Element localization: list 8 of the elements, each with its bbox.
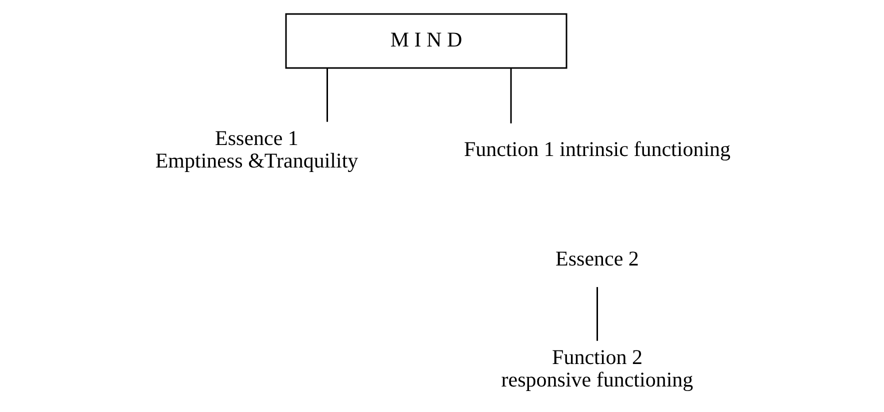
connector xyxy=(510,68,512,124)
connector xyxy=(596,287,598,341)
node-text: Essence 2 xyxy=(556,246,639,271)
node-text: Essence 1 Emptiness &Tranquility xyxy=(155,126,358,172)
connector xyxy=(326,68,328,122)
node-text: Function 2 responsive functioning xyxy=(501,344,694,392)
node-text: Function 1 intrinsic functioning xyxy=(464,137,731,162)
node-box: M I N D xyxy=(285,13,568,69)
